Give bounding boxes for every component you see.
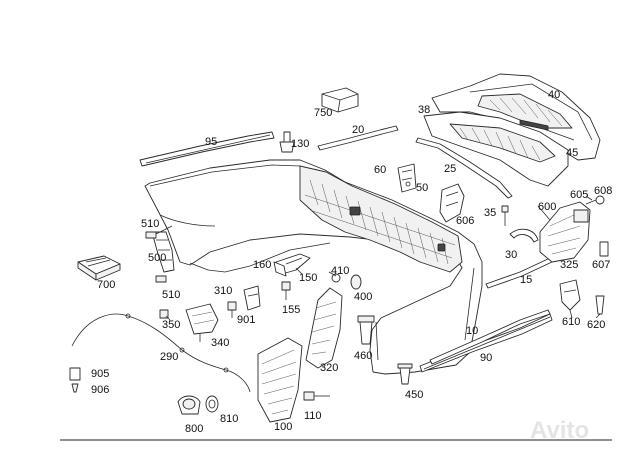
callout-750: 750	[314, 107, 332, 119]
callout-25: 25	[444, 163, 456, 175]
callout-800: 800	[185, 423, 203, 435]
callout-50: 50	[416, 182, 428, 194]
clip-155	[281, 281, 291, 300]
callout-605: 605	[570, 189, 588, 201]
watermark-text: Avito	[530, 417, 589, 444]
leader-lines	[155, 195, 601, 342]
sensor-750	[321, 87, 359, 113]
callout-10: 10	[466, 325, 478, 337]
callout-608: 608	[594, 185, 612, 197]
callout-labels: 40 38 45 750 95 130 20 25 60 50 606 35 6…	[91, 89, 612, 435]
bracket-310	[243, 285, 261, 311]
callout-810: 810	[220, 413, 238, 425]
callout-110: 110	[304, 410, 322, 422]
bracket-340-350	[159, 303, 219, 335]
callout-607: 607	[592, 259, 610, 271]
callout-130: 130	[291, 138, 309, 150]
callout-906: 906	[91, 384, 109, 396]
clip-620	[595, 295, 605, 315]
part-410-400	[331, 273, 362, 290]
callout-320: 320	[320, 362, 338, 374]
callout-325: 325	[560, 259, 578, 271]
callout-30: 30	[505, 249, 517, 261]
bracket-500-510	[145, 231, 175, 283]
bumper-inner-ribs	[299, 165, 463, 273]
callout-38: 38	[418, 104, 430, 116]
callout-350: 350	[162, 319, 180, 331]
callout-150: 150	[299, 272, 317, 284]
callout-155: 155	[282, 304, 300, 316]
module-700	[77, 255, 121, 281]
ring-810	[205, 395, 219, 413]
trim-30	[509, 228, 539, 243]
callout-620: 620	[587, 319, 605, 331]
callout-45: 45	[566, 147, 578, 159]
trim-strips	[139, 125, 553, 373]
callout-606: 606	[456, 215, 474, 227]
bracket-150-160	[273, 253, 311, 277]
callout-290: 290	[160, 351, 178, 363]
callout-340: 340	[211, 337, 229, 349]
bracket-606	[439, 183, 465, 223]
bracket-50-60	[397, 163, 417, 193]
clip-460	[357, 315, 375, 345]
callout-60: 60	[374, 164, 386, 176]
callout-510-top: 510	[141, 218, 159, 230]
callout-460: 460	[354, 350, 372, 362]
callout-700: 700	[97, 279, 115, 291]
clip-901	[227, 301, 237, 311]
sensor-610	[559, 279, 581, 311]
screw-35	[501, 205, 509, 226]
callout-20: 20	[352, 124, 364, 136]
bracket-100	[257, 337, 303, 423]
clip-130	[279, 131, 295, 153]
callout-35: 35	[484, 207, 496, 219]
callout-15: 15	[520, 274, 532, 286]
bolt-110	[303, 391, 330, 401]
bracket-320	[305, 287, 343, 369]
bolt-605-608	[585, 195, 605, 205]
bracket-600	[539, 201, 591, 263]
callout-90: 90	[480, 352, 492, 364]
callout-610: 610	[562, 316, 580, 328]
callout-100: 100	[274, 421, 292, 433]
diffuser-trim-part	[423, 73, 601, 187]
callout-310: 310	[214, 285, 232, 297]
callout-410: 410	[331, 265, 349, 277]
clip-607	[599, 241, 609, 257]
sensor-905-906	[69, 367, 81, 393]
callout-905: 905	[91, 368, 109, 380]
wiring-harness-290	[71, 313, 251, 393]
sensor-800	[177, 395, 201, 415]
callout-95: 95	[205, 136, 217, 148]
callout-160: 160	[253, 259, 271, 271]
callout-600: 600	[538, 201, 556, 213]
callout-901: 901	[237, 314, 255, 326]
callout-40: 40	[548, 89, 560, 101]
callout-500: 500	[148, 252, 166, 264]
callout-510-bottom: 510	[162, 289, 180, 301]
clip-450	[397, 363, 413, 385]
callout-450: 450	[405, 389, 423, 401]
callout-400: 400	[354, 291, 372, 303]
